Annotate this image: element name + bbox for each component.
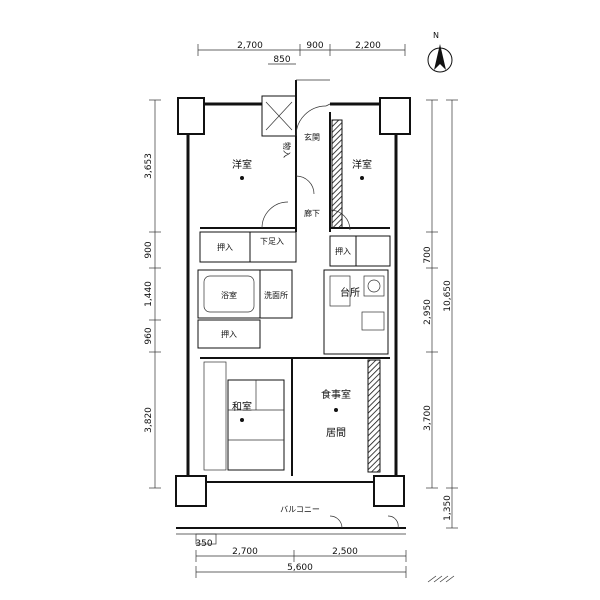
room-living: 居間	[326, 427, 346, 439]
interior-walls	[197, 112, 391, 476]
dim-right-3: 3,700	[423, 405, 433, 431]
dim-right-2: 2,950	[423, 299, 433, 325]
room-marker	[360, 176, 364, 180]
room-marker	[334, 408, 338, 412]
scale-marks	[427, 575, 455, 583]
compass-label: N	[433, 31, 439, 40]
balcony	[176, 515, 406, 545]
room-western-nw: 洋室	[232, 158, 252, 171]
top-dimensions: 2,700 900 2,200 850	[197, 41, 406, 65]
room-kitchen: 台所	[340, 286, 360, 299]
dim-bottom-right: 2,500	[332, 547, 358, 557]
room-entrance: 玄関	[304, 132, 320, 142]
dim-bottom-left: 2,700	[232, 547, 258, 557]
room-closet-right: 押入	[335, 246, 351, 256]
room-hall: 廊下	[304, 208, 320, 218]
room-dining: 食事室	[321, 388, 351, 401]
room-closet-mid: 押入	[221, 329, 237, 339]
room-shoe-box: 下足入	[260, 237, 284, 246]
bottom-dimensions: 2,700 2,500 5,600 350	[195, 539, 407, 578]
room-closet-left: 押入	[217, 242, 233, 252]
dim-left-2: 900	[144, 241, 154, 258]
entrance-area	[261, 79, 331, 137]
dim-left-1: 3,653	[144, 153, 154, 179]
left-dimensions: 3,653 900 1,440 960 3,820	[144, 99, 161, 489]
dim-right-balcony: 1,350	[443, 495, 453, 521]
room-balcony: バルコニー	[280, 505, 320, 514]
room-bath: 浴室	[221, 290, 237, 300]
dim-top-right: 2,200	[355, 41, 381, 51]
room-washroom: 洗面所	[264, 290, 288, 300]
dim-top-entry: 850	[273, 55, 290, 65]
room-western-ne: 洋室	[352, 158, 372, 171]
dim-right-1: 700	[423, 246, 433, 263]
dim-right-total: 10,650	[443, 280, 453, 312]
room-japanese: 和室	[232, 400, 252, 413]
exterior-walls	[175, 97, 411, 507]
dim-top-left: 2,700	[237, 41, 263, 51]
room-marker	[240, 176, 244, 180]
dim-left-3: 1,440	[144, 281, 154, 307]
room-marker	[240, 418, 244, 422]
room-labels: 洋室 洋室 玄関 廊下 押入 押入 浴室 洗面所 押入 台所 和室 食事室 居間…	[217, 132, 372, 514]
right-dimensions: 700 2,950 3,700 10,650 1,350	[423, 99, 458, 529]
room-storage: 物入	[282, 142, 292, 158]
north-arrow-icon: N	[427, 31, 453, 73]
dim-top-mid: 900	[306, 41, 323, 51]
dim-left-5: 3,820	[144, 407, 154, 433]
dim-left-4: 960	[144, 327, 154, 344]
dim-bottom-total: 5,600	[287, 563, 313, 573]
